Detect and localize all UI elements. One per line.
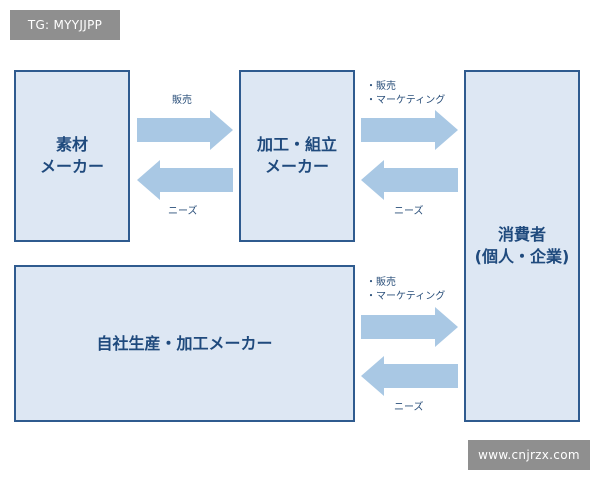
inhouse-maker-box: 自社生産・加工メーカー — [14, 265, 355, 422]
label-sales-assembly-consumer: ・販売 — [366, 81, 396, 92]
label-needs-assembly-consumer: ニーズ — [394, 206, 424, 217]
assembly-maker-line-1: 加工・組立 — [256, 135, 337, 154]
consumer-line-1: 消費者 — [497, 225, 546, 244]
label-needs-inhouse-consumer: ニーズ — [394, 402, 424, 413]
label-sales-inhouse-consumer: ・販売 — [366, 277, 396, 288]
label-marketing-assembly-consumer: ・マーケティング — [366, 95, 446, 106]
materials-maker-line-1: 素材 — [55, 135, 88, 154]
materials-maker-box: 素材 メーカー — [14, 70, 130, 242]
arrow-left-consumer-assembly — [361, 160, 458, 200]
consumer-box: 消費者 (個人・企業) — [464, 70, 580, 422]
watermark-top: TG: MYYJJPP — [10, 10, 120, 40]
assembly-maker-box: 加工・組立 メーカー — [239, 70, 355, 242]
materials-maker-line-2: メーカー — [39, 157, 104, 176]
arrow-right-assembly-consumer — [361, 110, 458, 150]
inhouse-maker-label: 自社生産・加工メーカー — [96, 333, 273, 353]
label-marketing-inhouse-consumer: ・マーケティング — [366, 291, 446, 302]
arrow-left-assembly-materials — [137, 160, 233, 200]
arrow-left-consumer-inhouse — [361, 356, 458, 396]
consumer-line-2: (個人・企業) — [474, 247, 570, 266]
label-sales-materials-assembly: 販売 — [172, 95, 192, 106]
arrow-right-inhouse-consumer — [361, 307, 458, 347]
assembly-maker-line-2: メーカー — [264, 157, 329, 176]
label-needs-materials-assembly: ニーズ — [168, 206, 198, 217]
watermark-bottom: www.cnjrzx.com — [468, 440, 590, 470]
arrow-right-materials-assembly — [137, 110, 233, 150]
